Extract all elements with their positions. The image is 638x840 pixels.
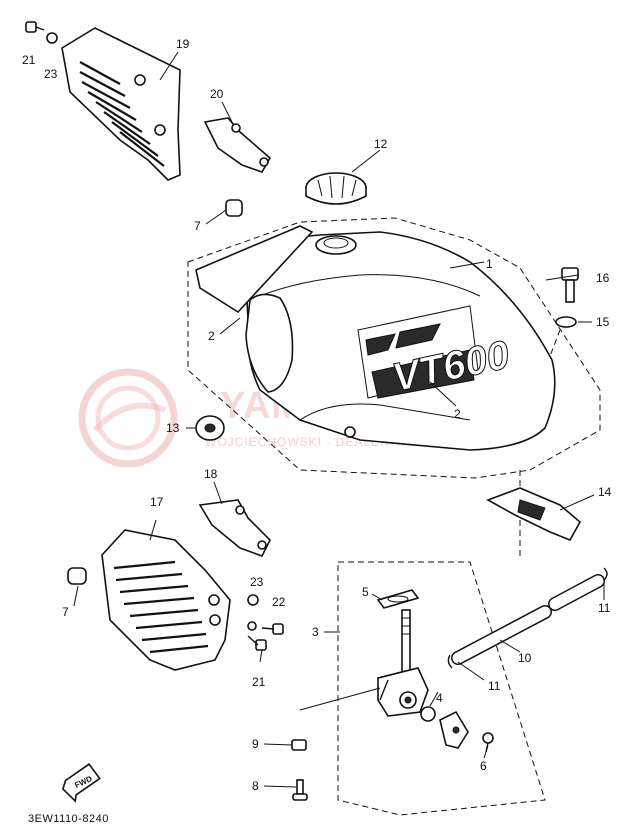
callout-20: 20 [210,87,224,101]
callout-8: 8 [252,779,259,793]
callout-11a: 11 [488,679,501,693]
callout-2a: 2 [208,329,215,343]
callout-2b: 2 [454,407,461,421]
hardware-upper [25,21,58,44]
callout-17: 17 [150,495,164,509]
fwd-arrow: FWD [62,763,101,803]
callout-13: 13 [166,421,180,435]
callout-22: 22 [272,595,286,609]
bolt-8 [292,779,308,801]
washer-15 [555,316,577,328]
callout-7a: 7 [194,219,201,233]
bracket-lower [198,499,271,557]
watermark-logo-swoosh [92,402,167,433]
callout-6: 6 [480,759,487,773]
callout-12: 12 [374,137,388,151]
callout-10: 10 [518,651,532,665]
callouts: 1 2 2 3 4 5 6 7 7 8 9 10 11 11 12 13 14 … [22,37,612,793]
side-cover-upper [61,27,181,181]
grommet [195,415,225,441]
fuel-cock-lever [420,706,469,749]
fuel-hose [451,574,605,665]
callout-21b: 21 [252,675,266,689]
side-cover-lower [101,529,231,671]
callout-23b: 23 [250,575,264,589]
callout-11b: 11 [598,601,611,615]
watermark-logo-inner [95,385,161,451]
hose-clips [447,567,608,669]
watermark-logo-circle [78,368,178,468]
fuel-cock [377,609,429,717]
fuel-tank: VT600 [244,231,556,451]
callout-18: 18 [204,467,218,481]
callout-9: 9 [252,737,259,751]
callout-5: 5 [362,585,369,599]
callout-7b: 7 [62,605,69,619]
gasket [376,589,420,609]
bolt-16 [561,267,579,303]
callout-14: 14 [598,485,612,499]
rear-bracket [486,487,582,542]
callout-3: 3 [312,625,319,639]
fuel-cap [305,172,367,205]
leader-lines [73,51,605,788]
callout-21a: 21 [22,53,36,67]
damper-lower [67,567,87,585]
callout-19: 19 [176,37,190,51]
tank-decal-left [195,225,314,314]
callout-15: 15 [596,315,610,329]
callout-1: 1 [486,257,493,271]
screw-6 [482,732,494,753]
callout-4: 4 [436,691,443,705]
damper-upper [225,199,243,217]
callout-16: 16 [596,271,610,285]
hardware-lower [247,594,284,651]
bracket-upper [203,117,272,173]
diagram-code: 3EW1110-8240 [28,813,109,825]
cap-9 [291,739,307,751]
callout-23a: 23 [44,67,58,81]
